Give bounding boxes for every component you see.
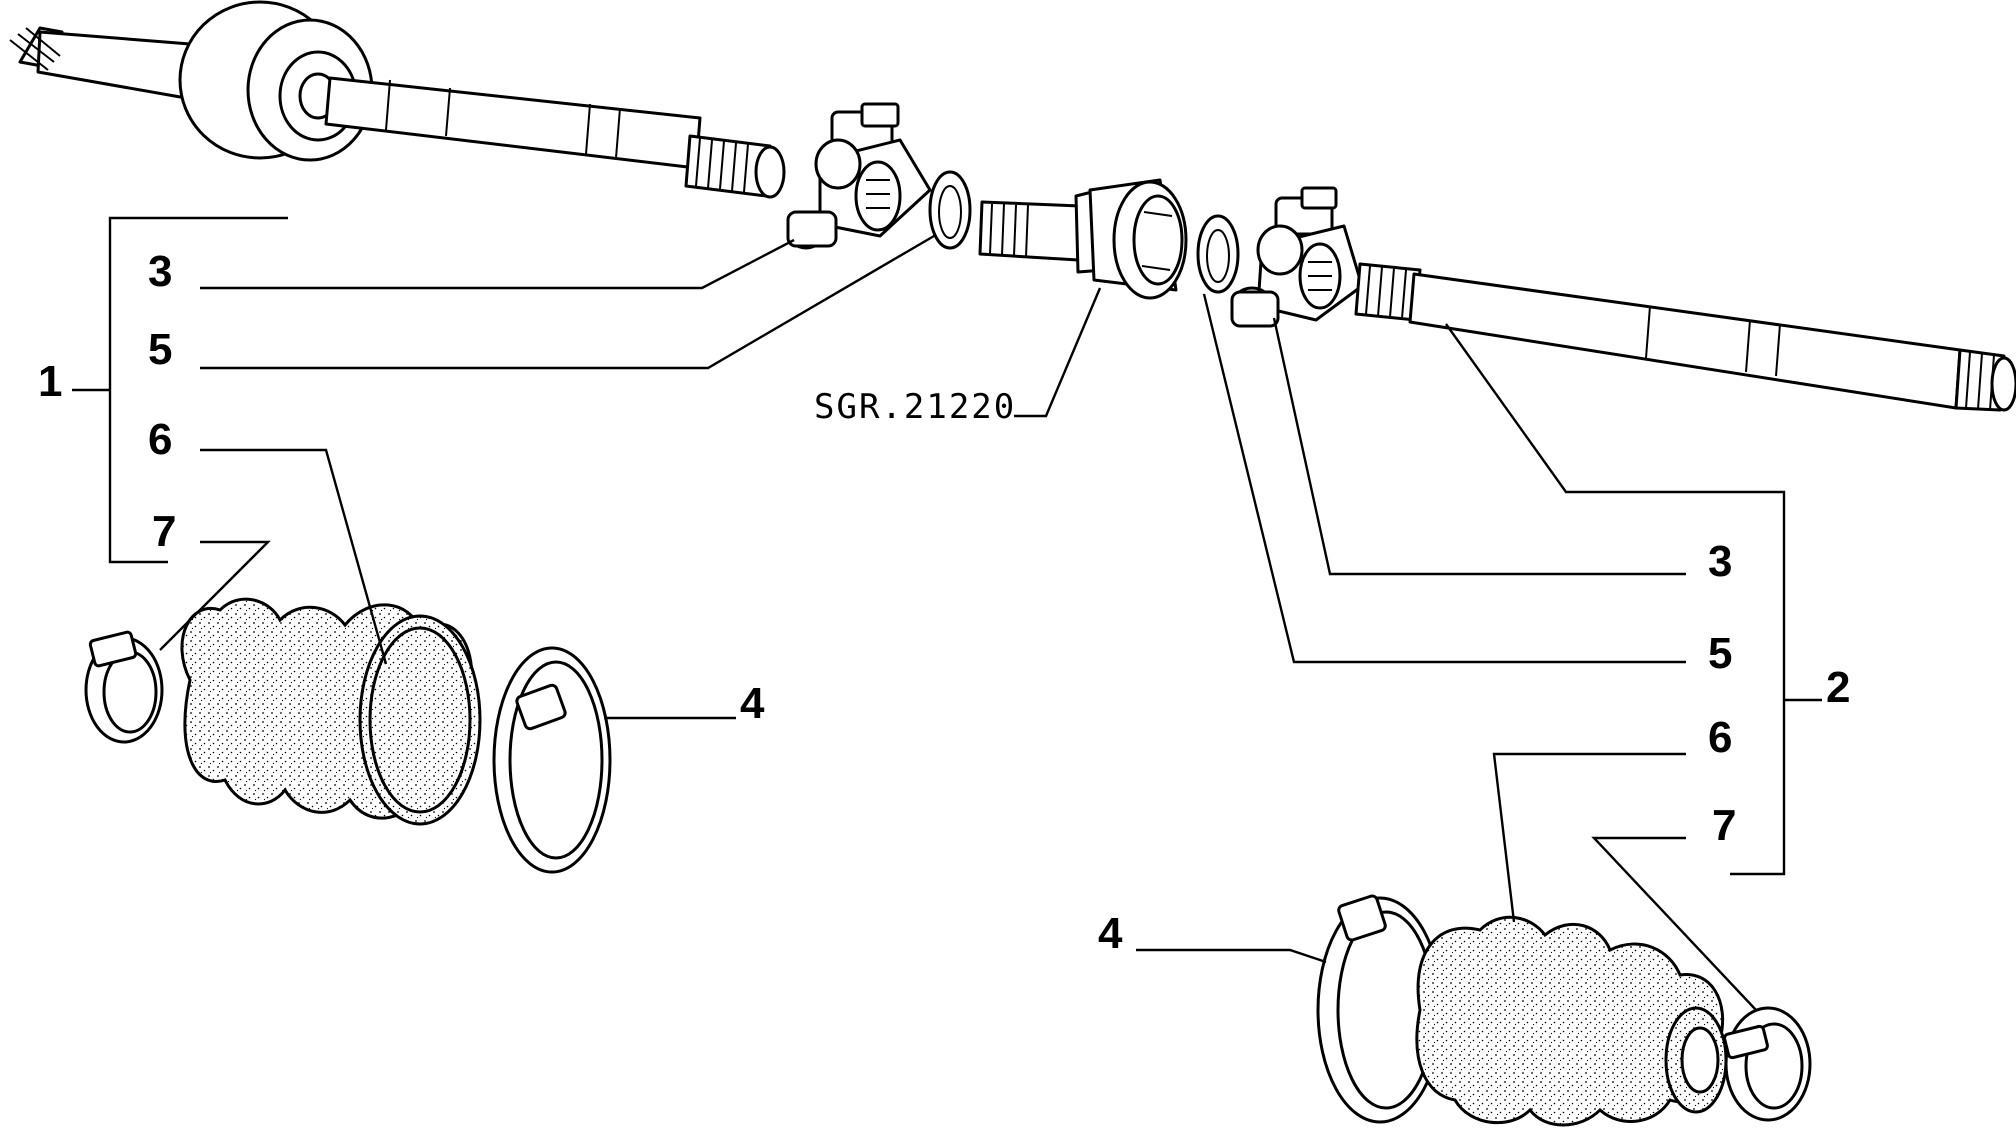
callout-1: 1	[38, 357, 62, 406]
left-large-clamp	[492, 646, 612, 874]
right-small-clamp	[1723, 1006, 1812, 1122]
callout-right-5: 5	[1708, 629, 1732, 678]
right-circlip	[1196, 214, 1240, 294]
callout-right-6: 6	[1708, 713, 1732, 762]
callout-left-7: 7	[152, 507, 176, 556]
center-tulip-housing	[978, 178, 1188, 300]
left-drive-shaft	[9, 0, 786, 199]
callout-right-3: 3	[1708, 537, 1732, 586]
callout-left-5: 5	[148, 325, 172, 374]
callout-left-6: 6	[148, 415, 172, 464]
left-circlip	[928, 170, 972, 250]
right-drive-shaft	[1354, 262, 2016, 412]
reference-code: SGR.21220	[814, 387, 1016, 427]
left-boot	[180, 597, 482, 826]
right-tripod-joint	[1230, 186, 1364, 328]
callout-left-3: 3	[148, 247, 172, 296]
callout-right-7: 7	[1712, 801, 1736, 850]
left-small-clamp	[84, 630, 164, 744]
leader-lines	[72, 216, 1822, 1011]
right-large-clamp	[1316, 894, 1444, 1124]
callout-right-4: 4	[1098, 909, 1123, 958]
left-tripod-joint	[786, 102, 932, 250]
callout-left-4: 4	[740, 679, 765, 728]
callout-2: 2	[1826, 663, 1850, 712]
right-boot	[1415, 915, 1728, 1127]
